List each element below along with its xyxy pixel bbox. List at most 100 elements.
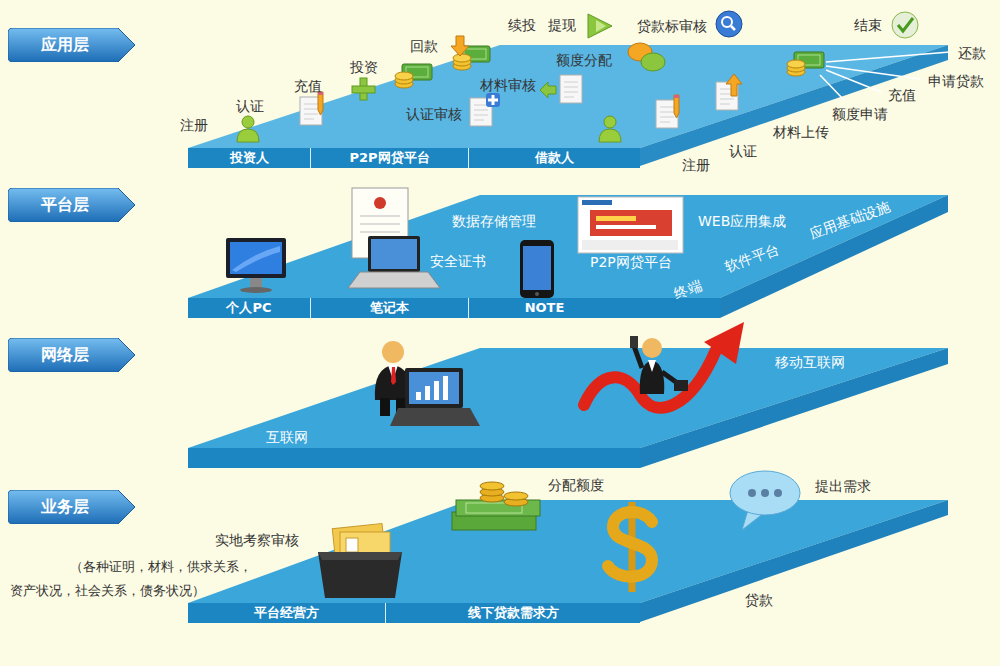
step-label: WEB应用集成 — [698, 213, 786, 230]
step-label: 申请贷款 — [928, 73, 984, 90]
certificate — [360, 232, 400, 233]
platform-icons — [588, 14, 612, 38]
application-slab — [640, 45, 948, 166]
application-slab — [188, 148, 640, 166]
tag-shape — [8, 28, 135, 62]
slab-edge-segment: 借款人 — [468, 148, 640, 168]
step-label: 终端 — [672, 277, 704, 302]
businessman — [630, 336, 638, 348]
step-label: 认证 — [729, 143, 757, 160]
phone — [535, 292, 539, 296]
speech-bubble — [748, 489, 756, 497]
step-label: 互联网 — [266, 429, 308, 446]
website-screenshot — [578, 197, 683, 253]
step-label: 额度分配 — [556, 52, 612, 69]
businessman — [380, 398, 390, 416]
platform-icons — [892, 12, 918, 38]
step-label: 贷款标审核 — [637, 18, 707, 35]
leader-line — [820, 75, 844, 100]
file-box — [318, 523, 402, 598]
phone — [523, 246, 551, 290]
platform-icons — [722, 17, 732, 27]
investor-icons — [237, 36, 490, 142]
investor-icons — [395, 64, 432, 88]
step-label: 分配额度 — [548, 477, 604, 494]
slab-edge-segment: 投资人 — [188, 148, 310, 168]
slab-edge-segment: P2P网贷平台 — [310, 148, 468, 168]
role-name: P2P网贷平台 — [349, 149, 429, 167]
step-label: 充值 — [888, 87, 916, 104]
businessman — [674, 380, 688, 391]
platform-icons — [731, 26, 735, 30]
platform-icons — [596, 20, 606, 32]
tag-shape — [8, 490, 135, 524]
laptop — [348, 236, 440, 288]
laptop — [390, 368, 480, 426]
pc-monitor — [240, 287, 272, 293]
platform-icons — [540, 82, 556, 98]
pc-monitor — [226, 238, 286, 293]
step-label: 材料审核 — [480, 77, 536, 94]
leader-line — [826, 66, 920, 79]
money-stack — [452, 482, 540, 530]
laptop — [425, 386, 430, 400]
certificate — [360, 224, 400, 225]
business-slab — [188, 500, 948, 622]
laptop — [371, 239, 417, 269]
step-label: 认证 — [236, 98, 264, 115]
slab-edge-segment: 平台经营方 — [188, 603, 385, 623]
growth-arrow — [704, 322, 744, 364]
website-screenshot — [590, 210, 672, 236]
step-label: 移动互联网 — [775, 354, 845, 371]
platform-icons — [641, 53, 665, 71]
slab-edge-segment: 笔记本 — [310, 298, 468, 318]
tag-shape — [8, 188, 135, 222]
step-label: 提现 — [548, 17, 576, 34]
slab-edge-segment: NOTE — [468, 298, 620, 318]
business-slab — [188, 603, 640, 622]
step-label: P2P网贷平台 — [590, 254, 672, 271]
money-stack — [504, 492, 528, 500]
businessman — [648, 360, 656, 372]
pc-monitor — [250, 278, 262, 288]
step-label: 注册 — [682, 157, 710, 174]
step-label: 实地考察审核 — [215, 532, 299, 549]
layer-tag: 网络层 — [8, 338, 135, 372]
platform-slab — [188, 195, 948, 318]
role-name: NOTE — [525, 299, 565, 317]
step-label: 注册 — [180, 117, 208, 134]
pc-monitor — [232, 246, 280, 272]
role-name: 投资人 — [230, 149, 269, 167]
businessman — [391, 367, 396, 385]
speech-bubble — [730, 471, 800, 515]
layer-tag: 应用层 — [8, 28, 135, 62]
step-label: 数据存储管理 — [452, 213, 536, 230]
dollar-symbol — [608, 502, 652, 592]
website-screenshot — [582, 200, 612, 205]
layer-tag: 业务层 — [8, 490, 135, 524]
businessman — [642, 338, 662, 358]
step-label: 提出需求 — [815, 478, 871, 495]
borrower-icons — [726, 74, 742, 96]
layer-tag: 平台层 — [8, 188, 135, 222]
certificate — [374, 197, 386, 209]
investor-icons — [318, 92, 323, 115]
step-label: 安全证书 — [430, 253, 486, 270]
network-slab — [640, 348, 948, 468]
businessman — [634, 346, 642, 368]
platform-icons — [898, 18, 913, 31]
step-label: 充值 — [294, 78, 322, 95]
step-label: 结束 — [854, 17, 882, 34]
speech-bubble — [774, 489, 782, 497]
laptop — [416, 392, 421, 400]
borrower-icons — [599, 116, 621, 142]
laptop — [443, 376, 448, 400]
role-name: 个人PC — [226, 299, 271, 317]
laptop — [348, 272, 440, 288]
file-box — [318, 552, 402, 598]
tag-shape — [8, 338, 135, 372]
investor-icons — [451, 36, 469, 56]
platform-icons — [470, 11, 918, 126]
step-label: 续投 — [508, 17, 536, 34]
businessman — [662, 372, 676, 382]
